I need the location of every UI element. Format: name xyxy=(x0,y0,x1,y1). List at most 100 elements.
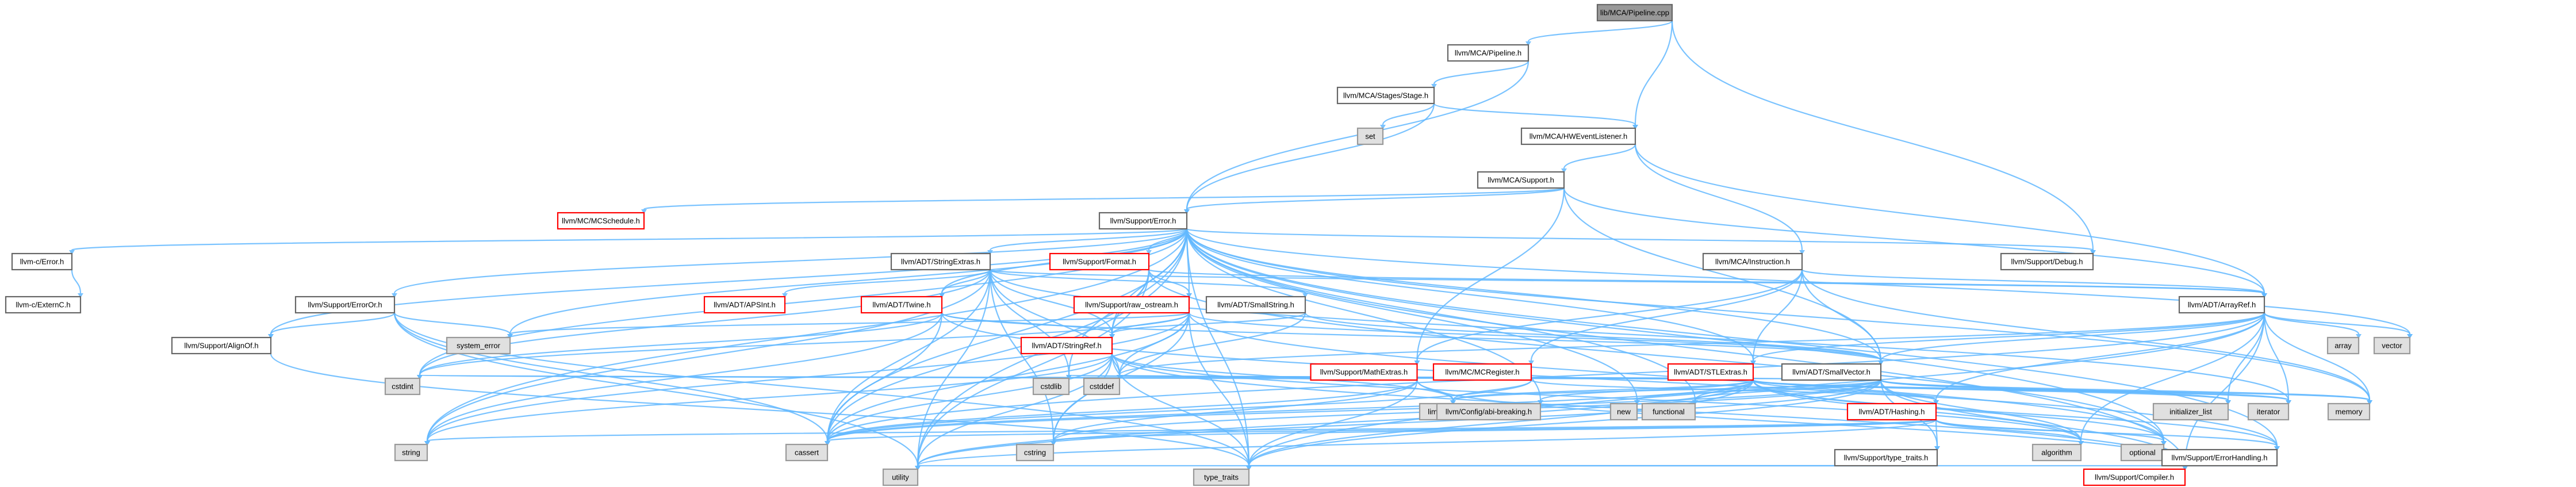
node-adt-arrayref-h[interactable]: llvm/ADT/ArrayRef.h xyxy=(2178,296,2266,314)
edge-hw_event_listener_h-to-adt_arrayref_h xyxy=(1634,144,2266,294)
node-algorithm: algorithm xyxy=(2031,443,2082,462)
node-label: algorithm xyxy=(2041,448,2072,457)
arrowhead-mca_instruction_h-to-adt_arrayref_h xyxy=(2261,293,2267,298)
arrowhead-mca_pipeline_h-to-stages_stage_h xyxy=(1431,84,1437,89)
edge-adt_arrayref_h-to-iterator xyxy=(2263,312,2290,401)
node-box xyxy=(882,468,919,486)
edge-support_erroror_h-to-system_error xyxy=(393,312,511,335)
node-optional: optional xyxy=(2120,443,2165,462)
edge-adt_twine_h-to-cstdint xyxy=(419,312,943,375)
arrowhead-adt_hashing_h-to-cassert xyxy=(825,441,830,446)
node-box xyxy=(5,296,82,314)
arrowhead-adt_smallvector_h-to-initializer_list xyxy=(2225,400,2231,405)
node-label: llvm/ADT/SmallVector.h xyxy=(1792,367,1870,376)
node-support-errorhandling-h[interactable]: llvm/Support/ErrorHandling.h xyxy=(2161,448,2278,467)
edge-adt_arrayref_h-to-adt_smallvector_h xyxy=(1880,312,2266,361)
node-box xyxy=(2373,336,2411,355)
node-initializer-list: initializer_list xyxy=(2152,402,2229,421)
edge-support_mathextras_h-to-limits xyxy=(1416,379,1454,401)
node-c-externc-h[interactable]: llvm-c/ExternC.h xyxy=(5,296,82,314)
node-adt-smallstring-h[interactable]: llvm/ADT/SmallString.h xyxy=(1205,296,1306,314)
node-set: set xyxy=(1356,127,1384,145)
node-label: llvm/Support/raw_ostream.h xyxy=(1085,300,1178,309)
edge-pipeline_cpp-to-mca_pipeline_h xyxy=(1527,20,1673,43)
node-mca-pipeline-h[interactable]: llvm/MCA/Pipeline.h xyxy=(1447,44,1529,62)
node-cassert: cassert xyxy=(785,443,829,462)
edge-support_error_h-to-system_error xyxy=(509,228,1188,335)
arrowhead-adt_hashing_h-to-string xyxy=(424,441,430,446)
node-mc-mcregister-h[interactable]: llvm/MC/MCRegister.h xyxy=(1432,363,1532,381)
node-stages-stage-h[interactable]: llvm/MCA/Stages/Stage.h xyxy=(1336,86,1435,105)
edge-mca_instruction_h-to-mc_mcregister_h xyxy=(1530,269,1803,361)
node-support-erroror-h[interactable]: llvm/Support/ErrorOr.h xyxy=(294,296,396,314)
edge-layer xyxy=(69,20,2413,470)
node-adt-stringref-h[interactable]: llvm/ADT/StringRef.h xyxy=(1020,336,1113,355)
node-label: llvm/MCA/Stages/Stage.h xyxy=(1343,91,1428,99)
node-label: new xyxy=(1617,407,1631,416)
node-support-raw-ostream-h[interactable]: llvm/Support/raw_ostream.h xyxy=(1073,296,1190,314)
node-box xyxy=(2178,296,2266,314)
edge-hw_event_listener_h-to-mca_support_h xyxy=(1563,144,1636,169)
node-label: llvm/MC/MCSchedule.h xyxy=(562,216,640,225)
node-box xyxy=(1520,127,1636,145)
node-mc-schedule-h[interactable]: llvm/MC/MCSchedule.h xyxy=(557,212,645,230)
edge-mca_support_h-to-adt_arrayref_h xyxy=(1563,187,2266,294)
node-support-debug-h[interactable]: llvm/Support/Debug.h xyxy=(2000,252,2094,271)
node-box xyxy=(1834,448,1938,467)
edge-support_raw_ostream_h-to-system_error xyxy=(509,312,1190,335)
edge-adt_stringextras_h-to-string xyxy=(426,269,991,442)
node-cstring: cstring xyxy=(1015,443,1055,462)
arrowhead-mca_instruction_h-to-mc_mcregister_h xyxy=(1528,361,1534,365)
node-label: llvm/MCA/Instruction.h xyxy=(1715,257,1790,266)
arrowhead-adt_smallvector_h-to-cstdlib xyxy=(1066,375,1072,379)
edge-adt_arrayref_h-to-support_compiler_h xyxy=(2184,312,2266,466)
edge-mca_instruction_h-to-support_mathextras_h xyxy=(1416,269,1803,361)
arrowhead-mca_support_h-to-support_error_h xyxy=(1184,209,1190,214)
edge-mc_mcregister_h-to-adt_hashing_h xyxy=(1530,379,1937,401)
node-utility: utility xyxy=(882,468,919,486)
node-box xyxy=(1020,336,1113,355)
node-adt-stlextras-h[interactable]: llvm/ADT/STLExtras.h xyxy=(1667,363,1754,381)
node-label: cassert xyxy=(795,448,819,457)
node-box xyxy=(1073,296,1190,314)
edge-adt_stringextras_h-to-adt_apsint_h xyxy=(784,269,991,294)
arrowhead-support_format_h-to-support_raw_ostream_h xyxy=(1186,293,1192,298)
edge-support_format_h-to-adt_arrayref_h xyxy=(1148,269,2266,294)
node-pipeline-cpp[interactable]: lib/MCA/Pipeline.cpp xyxy=(1596,3,1673,22)
node-support-compiler-h[interactable]: llvm/Support/Compiler.h xyxy=(2083,468,2186,486)
node-box xyxy=(1336,86,1435,105)
node-box xyxy=(2327,402,2371,421)
node-box xyxy=(171,336,272,355)
edge-adt_stlextras_h-to-cassert xyxy=(826,379,1754,442)
node-adt-stringextras-h[interactable]: llvm/ADT/StringExtras.h xyxy=(890,252,991,271)
node-support-type-traits-h[interactable]: llvm/Support/type_traits.h xyxy=(1834,448,1938,467)
node-support-mathextras-h[interactable]: llvm/Support/MathExtras.h xyxy=(1310,363,1418,381)
arrowhead-adt_smallvector_h-to-iterator xyxy=(2286,400,2291,405)
node-new: new xyxy=(1609,402,1638,421)
edge-adt_twine_h-to-adt_stringref_h xyxy=(941,312,1113,335)
node-box xyxy=(1049,252,1150,271)
edge-support_raw_ostream_h-to-adt_smallvector_h xyxy=(1188,312,1882,361)
node-mca-instruction-h[interactable]: llvm/MCA/Instruction.h xyxy=(1702,252,1803,271)
edge-adt_hashing_h-to-optional xyxy=(1935,419,2165,442)
node-adt-twine-h[interactable]: llvm/ADT/Twine.h xyxy=(860,296,943,314)
node-label: cstddef xyxy=(1090,382,1114,390)
node-iterator: iterator xyxy=(2247,402,2290,421)
node-hw-event-listener-h[interactable]: llvm/MCA/HWEventListener.h xyxy=(1520,127,1636,145)
node-adt-apsint-h[interactable]: llvm/ADT/APSInt.h xyxy=(703,296,786,314)
node-box xyxy=(2031,443,2082,462)
node-adt-hashing-h[interactable]: llvm/ADT/Hashing.h xyxy=(1846,402,1937,421)
node-support-error-h[interactable]: llvm/Support/Error.h xyxy=(1098,212,1188,230)
node-box xyxy=(2120,443,2165,462)
node-support-alignof-h[interactable]: llvm/Support/AlignOf.h xyxy=(171,336,272,355)
arrowhead-adt_hashing_h-to-algorithm xyxy=(2078,441,2084,446)
node-box xyxy=(2000,252,2094,271)
node-c-error-h[interactable]: llvm-c/Error.h xyxy=(11,252,73,271)
node-adt-smallvector-h[interactable]: llvm/ADT/SmallVector.h xyxy=(1781,363,1882,381)
edge-support_format_h-to-support_raw_ostream_h xyxy=(1148,269,1190,294)
node-label: array xyxy=(2334,341,2352,350)
node-label: lib/MCA/Pipeline.cpp xyxy=(1600,8,1669,17)
node-mca-support-h[interactable]: llvm/MCA/Support.h xyxy=(1477,171,1565,189)
node-box xyxy=(2326,336,2360,355)
node-support-format-h[interactable]: llvm/Support/Format.h xyxy=(1049,252,1150,271)
